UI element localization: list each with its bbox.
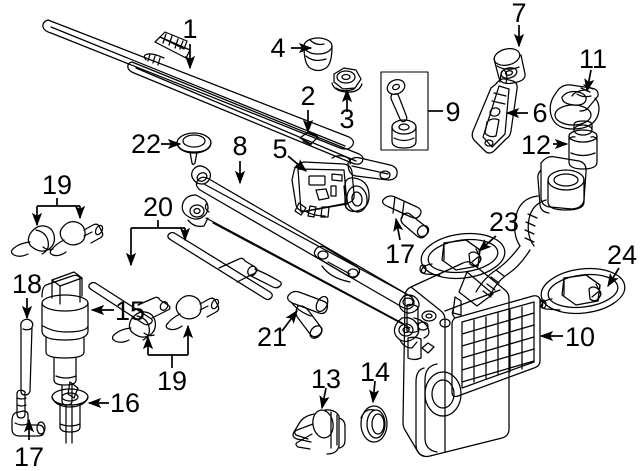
leader-17b: [393, 217, 404, 241]
callout-number-12: 12: [521, 130, 551, 160]
callout-number-10: 10: [565, 322, 595, 352]
callout-number-2: 2: [300, 81, 315, 111]
part-motor-mount-bracket: [471, 69, 518, 154]
callout-number-13: 13: [311, 364, 341, 394]
leader-24: [607, 267, 620, 288]
bracket-19-upper: [31, 198, 86, 227]
part-washer-fluid-pump: [41, 271, 89, 444]
callout-number-14: 14: [360, 357, 390, 387]
callout-number-21: 21: [257, 322, 287, 352]
part-wiper-linkage-transmission: [181, 165, 430, 349]
callout-number-18: 18: [12, 269, 42, 299]
callout-number-20: 20: [143, 192, 173, 222]
part-pin-shaft: [20, 318, 34, 396]
part-cap-cover: [303, 37, 333, 72]
part-washer-nozzle-pair-upper: [10, 221, 104, 257]
part-washer-fluid-reservoir: [402, 156, 587, 458]
callout-number-3: 3: [339, 104, 354, 134]
part-washer-pump-connector: [292, 409, 346, 455]
part-wiper-motor: [291, 156, 398, 218]
callout-number-7: 7: [511, 0, 526, 28]
part-grommet-seal: [360, 405, 388, 443]
leader-5: [287, 155, 308, 172]
leader-11: [584, 69, 595, 93]
callout-number-11: 11: [579, 44, 607, 74]
leader-13: [319, 387, 330, 410]
callout-number-5: 5: [272, 134, 287, 164]
callout-number-8: 8: [232, 131, 247, 161]
callout-number-22: 22: [131, 129, 161, 159]
part-headlamp-washer-nozzle-right: [539, 267, 626, 315]
callout-number-1: 1: [182, 14, 197, 44]
part-pump-grommet: [51, 388, 89, 433]
callout-number-15: 15: [115, 296, 145, 326]
callout-number-4: 4: [270, 33, 285, 63]
leader-14: [369, 380, 380, 404]
callout-number-17: 17: [14, 442, 44, 471]
callout-number-9: 9: [445, 97, 460, 127]
callout-number-24: 24: [607, 240, 637, 270]
part-wiper-blade-driver: [42, 19, 355, 150]
callout-number-17b: 17: [385, 239, 415, 269]
part-headlamp-washer-nozzle-left: [419, 232, 506, 280]
callout-number-16: 16: [110, 388, 140, 418]
leader-23: [477, 235, 497, 252]
part-wiper-arm-segment: [127, 53, 364, 165]
callout-number-19b: 19: [157, 366, 187, 396]
part-fluid-level-sensor: [568, 120, 598, 170]
callout-number-6: 6: [532, 98, 547, 128]
part-bolt-and-bushing-kit: [380, 71, 429, 151]
bracket-20: [125, 220, 191, 267]
callout-number-19: 19: [42, 170, 72, 200]
bracket-19-lower: [142, 324, 194, 368]
callout-number-23: 23: [489, 207, 519, 237]
leader-21: [281, 309, 298, 332]
